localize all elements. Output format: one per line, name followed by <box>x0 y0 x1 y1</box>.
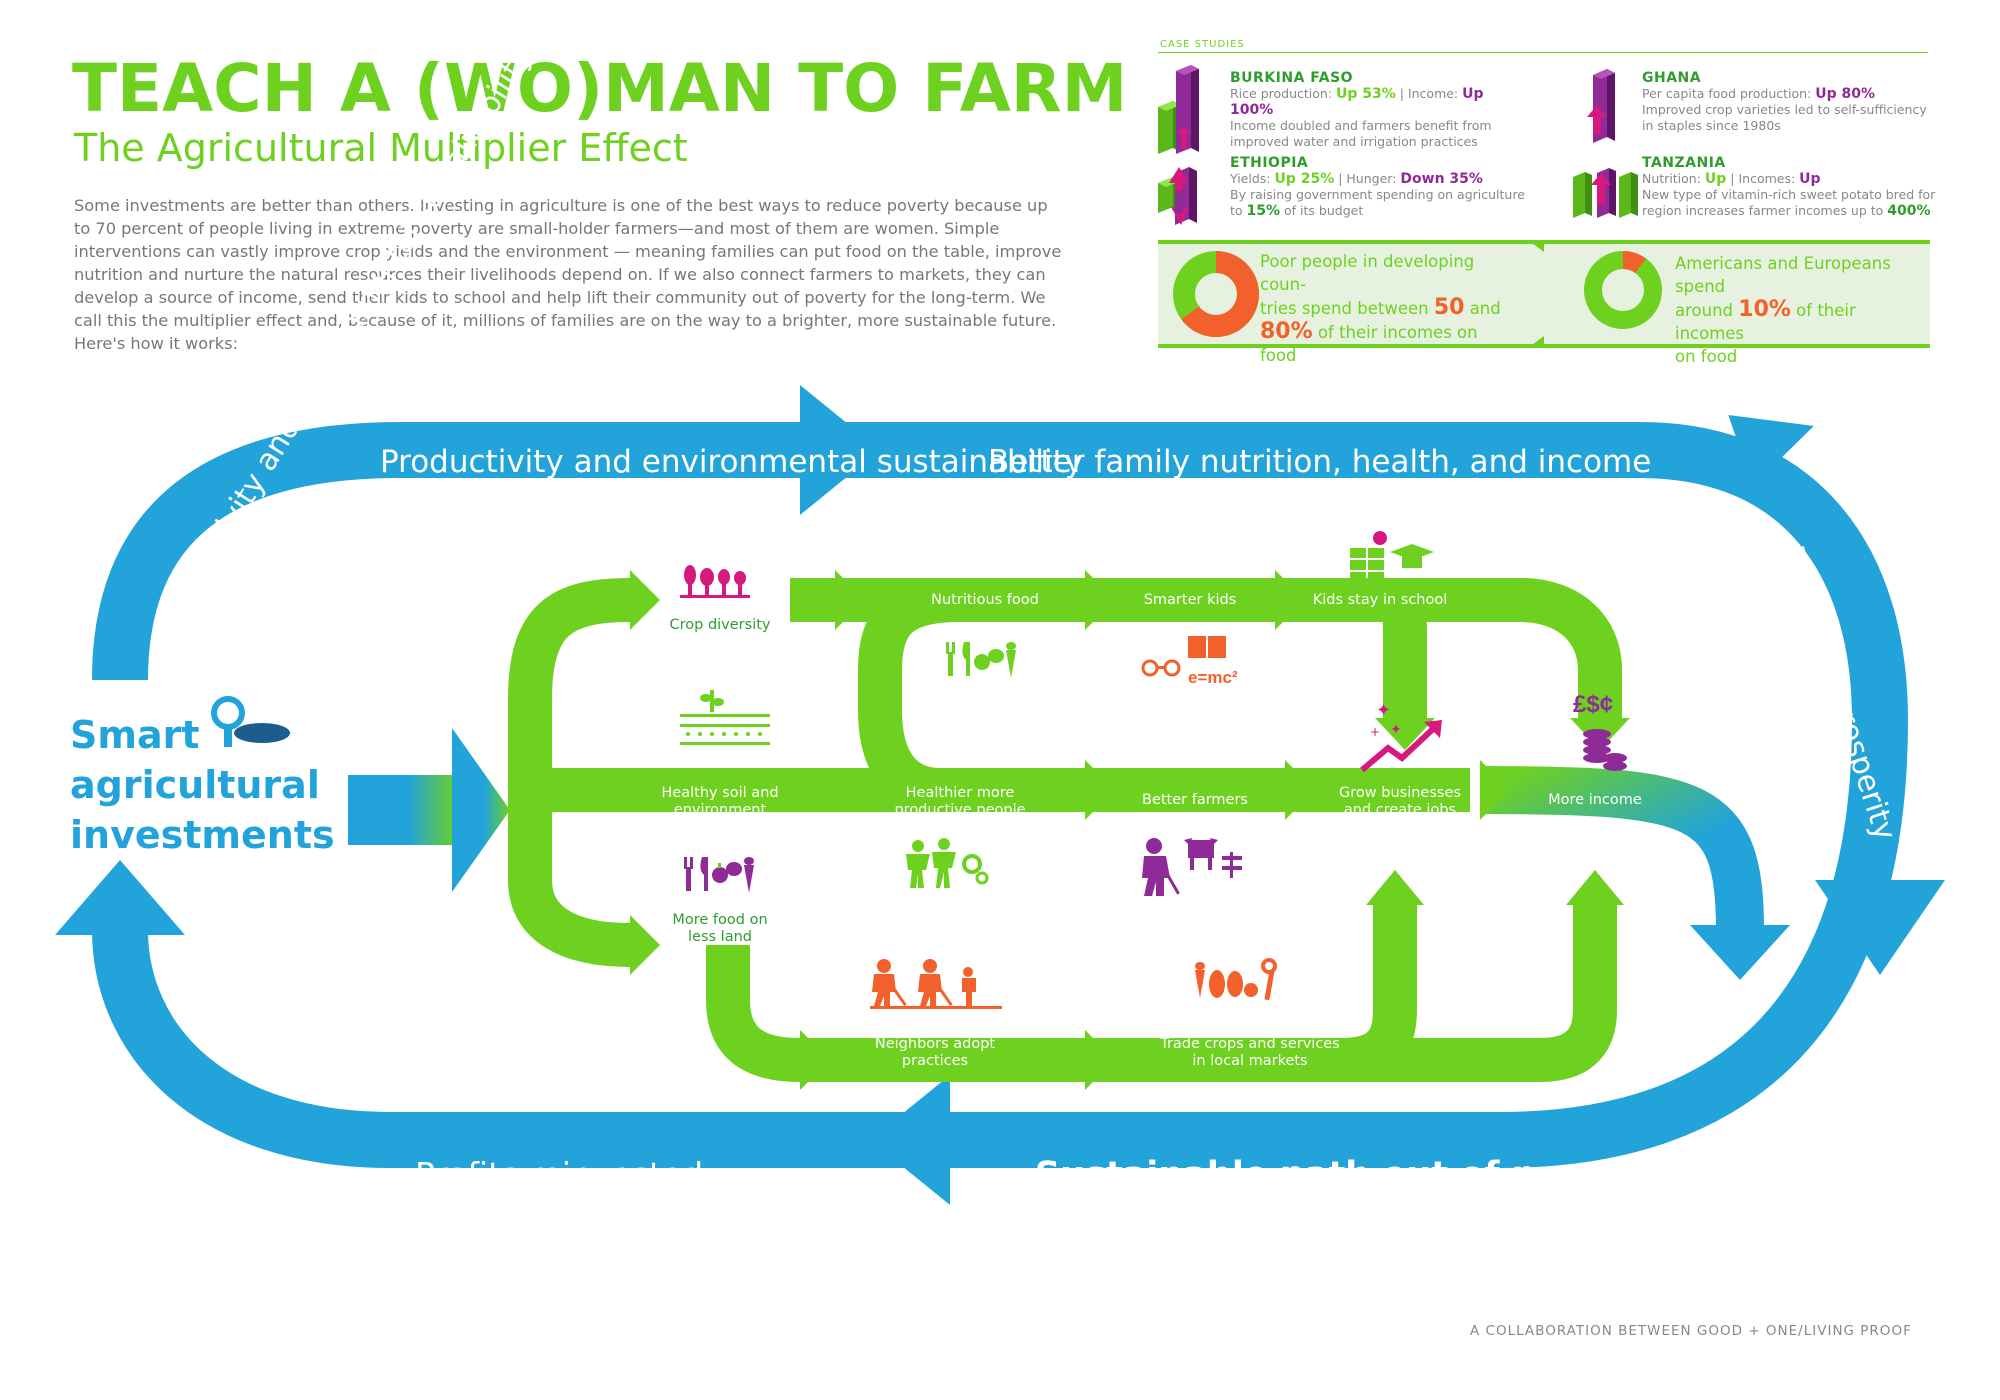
loop-label-bottom-left: Profits reinvested <box>415 1155 703 1194</box>
case-studies-rule <box>1158 52 1928 53</box>
loop-label-top-left: Productivity and environmental sustainab… <box>380 444 1083 480</box>
blue-loop-bottom <box>92 719 1908 1168</box>
loop-label-productivity-curve: Productivity and environmental sustainab… <box>149 41 539 637</box>
label-smarter-kids: Smarter kids <box>1143 592 1237 608</box>
blue-arrowhead-left <box>55 860 185 935</box>
svg-text:✦: ✦ <box>1376 700 1391 721</box>
blue-arrowhead-top-mid <box>800 385 880 515</box>
exit-arrow <box>1479 766 1764 931</box>
donut-rich <box>1584 251 1662 329</box>
blue-arrowhead-right <box>1815 880 1945 975</box>
green-upper-loop <box>858 578 961 812</box>
case-study-name: ETHIOPIA <box>1230 155 1309 171</box>
food-spend-rich-text: Americans and Europeans spend around 10%… <box>1675 254 1891 366</box>
case-studies-label: CASE STUDIES <box>1160 39 1245 50</box>
case-study-desc: Improved crop varieties led to self-suff… <box>1642 102 1927 133</box>
case-study-name: GHANA <box>1642 70 1702 86</box>
food-spend-donuts <box>1173 240 1662 348</box>
page-subtitle: The Agricultural Multiplier Effect <box>74 126 688 170</box>
green-upper-row <box>790 578 1622 720</box>
location-pin-icon <box>211 696 290 747</box>
donut-share-arc <box>1181 251 1259 337</box>
svg-text:+: + <box>1370 725 1380 739</box>
svg-text:✦: ✦ <box>1390 722 1402 738</box>
green-upper-turn <box>1519 578 1622 672</box>
case-study-stat: Yields: Up 25% | Hunger: Down 35% <box>1230 171 1483 187</box>
start-arrowhead <box>452 728 510 892</box>
label-better-farmers: Better farmers <box>1142 792 1248 808</box>
case-study-desc: New type of vitamin-rich sweet potato br… <box>1642 187 1936 219</box>
divider-notch-top <box>1528 240 1544 252</box>
emc-text: e=mc² <box>1188 668 1238 687</box>
donut-share-arc <box>1622 251 1646 274</box>
credit-line: A COLLABORATION BETWEEN GOOD + ONE/LIVIN… <box>1470 1323 1912 1339</box>
start-arrow-body <box>348 775 458 845</box>
label-crop-diversity: Crop diversity <box>669 617 771 633</box>
healthy-people-icon <box>906 838 989 888</box>
case-study-desc: Income doubled and farmers benefit from … <box>1230 118 1492 149</box>
blue-loop-top <box>92 422 1908 721</box>
donut-poor <box>1173 251 1259 337</box>
intro-paragraph: Some investments are better than others.… <box>74 196 1062 353</box>
loop-label-bottom-right: Sustainable path out of poverty <box>1035 1155 1664 1195</box>
green-lower-right <box>1340 900 1617 1082</box>
exit-arrowhead <box>1690 925 1790 980</box>
neighbors-icon <box>870 959 1002 1009</box>
food-spend-poor-text: Poor people in developing coun- tries sp… <box>1260 252 1501 365</box>
nutritious-food-icon <box>946 642 1016 678</box>
kids-school-icon <box>1350 531 1434 582</box>
grow-business-icon: ✦ ✦ + <box>1360 700 1442 773</box>
tanzania-bar-icon <box>1573 168 1638 218</box>
ghana-bar-icon <box>1587 69 1615 143</box>
case-study-desc: By raising government spending on agricu… <box>1230 187 1525 219</box>
case-study-name: TANZANIA <box>1642 155 1726 171</box>
green-school-drop <box>1380 578 1427 720</box>
soil-icon <box>680 690 770 745</box>
case-study-ghana: GHANA Per capita food production: Up 80%… <box>1642 70 1942 134</box>
more-food-icon <box>684 857 754 893</box>
case-study-icons <box>1158 65 1638 225</box>
better-farmers-icon <box>1142 838 1242 896</box>
burkina-bar-icon <box>1158 65 1199 154</box>
blue-arrowhead-top-right <box>1728 415 1814 487</box>
label-more-income: More income <box>1548 792 1642 808</box>
ethiopia-bar-icon <box>1158 167 1197 225</box>
coins-icon <box>1583 729 1627 771</box>
blue-loop <box>92 422 1908 1168</box>
case-study-tanzania: TANZANIA Nutrition: Up | Incomes: Up New… <box>1642 155 1942 219</box>
crop-diversity-icon <box>680 565 750 598</box>
case-study-stat: Per capita food production: Up 80% <box>1642 86 1876 102</box>
case-study-stat: Rice production: Up 53% | Income: Up 100… <box>1230 86 1484 118</box>
loop-label-top-right: Better family nutrition, health, and inc… <box>988 444 1651 480</box>
blue-arrowhead-bottom-mid <box>870 1075 950 1205</box>
start-label: Smart agricultural investments <box>70 713 335 857</box>
case-study-name: BURKINA FASO <box>1230 70 1354 86</box>
page-title: TEACH A (WO)MAN TO FARM <box>72 50 1128 127</box>
trade-icon <box>1195 958 1277 1001</box>
green-network <box>508 578 1622 1082</box>
case-study-ethiopia: ETHIOPIA Yields: Up 25% | Hunger: Down 3… <box>1230 155 1530 219</box>
case-study-burkina: BURKINA FASO Rice production: Up 53% | I… <box>1230 70 1530 150</box>
label-nutritious-food: Nutritious food <box>931 592 1039 608</box>
smarter-kids-icon <box>1141 636 1226 677</box>
divider-notch-bottom <box>1528 336 1544 348</box>
case-study-stat: Nutrition: Up | Incomes: Up <box>1642 171 1821 187</box>
label-kids-school: Kids stay in school <box>1312 592 1448 608</box>
green-left-branch <box>508 578 631 967</box>
currency-icon: £$¢ <box>1573 691 1613 718</box>
green-arrowheads <box>630 570 1630 1090</box>
